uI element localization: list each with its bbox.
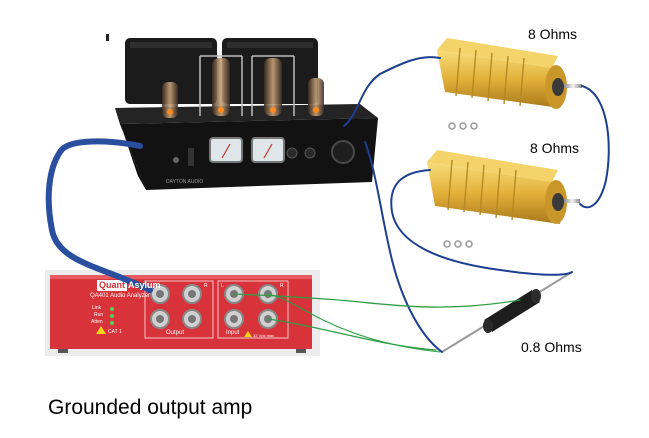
amp-brand-label: DAYTON AUDIO — [166, 179, 203, 185]
input-channel-left: L — [221, 283, 224, 289]
led-link-label: Link — [92, 305, 102, 311]
output-channel-right: R — [204, 283, 208, 289]
led-atten-label: Atten — [91, 319, 103, 325]
warning-triangle-icon-input — [244, 331, 252, 337]
input-max-label: 32 Vpk max — [253, 333, 275, 338]
label-resistor-top: 8 Ohms — [528, 26, 578, 42]
wire-middle-to-small-resistor — [390, 169, 573, 276]
warning-triangle-icon — [96, 326, 106, 334]
amp-knob-small-1 — [286, 147, 298, 159]
qa401-audio-analyzer — [45, 270, 320, 356]
wires — [45, 56, 610, 353]
led-run-label: Run — [94, 312, 104, 318]
input-channel-right: R — [280, 283, 284, 289]
analyzer-model: QA401 Audio Analyzer — [90, 293, 151, 299]
amp-volume-knob — [331, 140, 355, 164]
wire-amp-to-analyzer — [45, 138, 153, 293]
input-panel — [217, 280, 289, 339]
stray-mark — [106, 34, 109, 41]
analyzer-brand-right: Asylum — [128, 280, 161, 290]
output-panel — [144, 280, 214, 339]
input-label: Input — [226, 330, 240, 336]
wire-top-to-middle-resistor — [579, 85, 610, 209]
tube-amplifier: DAYTON AUDIO — [115, 38, 378, 190]
label-resistor-middle: 8 Ohms — [530, 140, 580, 156]
led-link — [110, 307, 114, 311]
analyzer-brand-left: Quant — [99, 280, 125, 290]
amp-chassis-front — [120, 118, 378, 190]
cat-rating: CAT 1 — [108, 329, 122, 335]
resistor-0-8-ohm — [441, 271, 573, 353]
resistor-8-ohm-top — [437, 38, 582, 130]
wire-amp-to-top-resistor — [343, 56, 441, 127]
amp-knob-small-2 — [304, 147, 316, 159]
transformer-left — [125, 38, 217, 104]
vacuum-tubes — [162, 55, 324, 118]
resistor-8-ohm-middle — [427, 150, 580, 248]
wire-amp-ground-return — [364, 141, 443, 353]
led-atten — [110, 321, 114, 325]
diagram-caption: Grounded output amp — [48, 396, 253, 419]
wire-sense-right-b — [267, 293, 441, 353]
led-run — [110, 314, 114, 318]
output-channel-left: L — [147, 283, 150, 289]
label-resistor-bottom: 0.8 Ohms — [521, 339, 582, 355]
vu-meters — [209, 137, 285, 163]
output-label: Output — [166, 330, 185, 336]
wire-sense-right — [267, 318, 437, 351]
